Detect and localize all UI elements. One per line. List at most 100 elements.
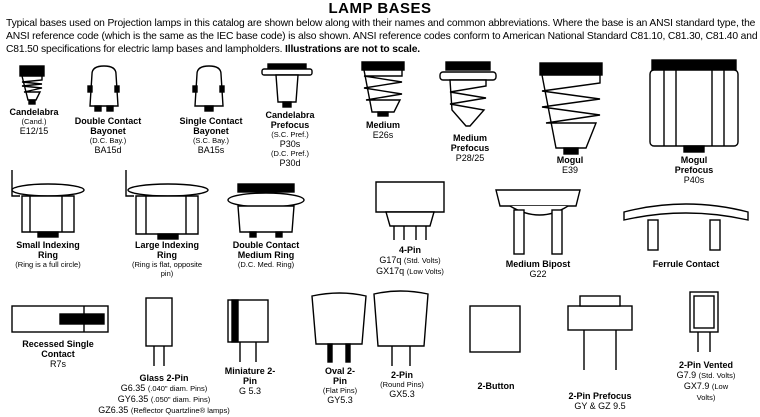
base-name: Medium [365,120,401,130]
base-label-large-indexing-ring: Large Indexing Ring (Ring is flat, oppos… [127,240,207,278]
base-note: (Round Pins) [380,380,424,389]
base-code: G 5.3 [238,386,261,396]
base-note: (Ring is a full circle) [15,260,81,269]
base-name: Ferrule Contact [652,259,720,269]
candelabra-base-illustration [19,65,45,105]
base-code-line: GX17q (Low Volts) [376,266,444,277]
double-contact-bayonet-illustration [87,65,120,112]
base-name: 2-Button [477,381,515,391]
base-note-secondary: (D.C. Pref.) [271,149,309,158]
medium-prefocus-illustration [439,61,497,127]
base-name: 2-Pin [390,370,413,380]
base-code: GY & GZ 9.5 [574,401,626,411]
base-code: G17q [379,255,402,265]
ferrule-contact-illustration [623,203,749,251]
base-label-single-contact-bayonet: Single Contact Bayonet (S.C. Bay.) BA15s [179,116,243,155]
two-pin-prefocus-illustration [567,295,633,370]
large-indexing-ring-illustration [125,170,209,240]
base-code-note: (.050" diam. Pins) [150,395,211,404]
base-note: (D.C. Med. Ring) [237,260,295,269]
base-code: G6.35 [120,383,146,393]
base-code: E26s [372,130,394,140]
base-name: 2-Pin Prefocus [568,391,632,401]
base-code-line: G17q (Std. Volts) [376,255,444,266]
base-label-medium: Medium E26s [366,120,400,140]
base-label-small-indexing-ring: Small Indexing Ring (Ring is a full circ… [8,240,88,269]
base-code-note: (Low Volts) [406,267,444,276]
base-code: GX5.3 [389,389,415,399]
base-note: (Flat Pins) [322,386,358,395]
four-pin-illustration [375,181,445,240]
small-indexing-ring-illustration [11,170,85,238]
base-code-note: (Low Volts) [696,382,729,402]
medium-bipost-illustration [495,189,581,255]
base-note: (Cand.) [21,117,47,126]
base-name: Miniature 2-Pin [224,366,276,386]
recessed-single-contact-illustration [11,305,109,333]
base-name: Recessed Single Contact [22,339,94,359]
base-code: E39 [561,165,578,175]
base-label-candelabra: Candelabra (Cand.) E12/15 [9,107,58,136]
mogul-base-illustration [539,62,603,155]
base-code: BA15d [94,145,122,155]
base-note: (D.C. Bay.) [89,136,127,145]
base-code: G22 [529,269,547,279]
base-name: Single Contact Bayonet [179,116,243,136]
base-label-two-pin-prefocus: 2-Pin Prefocus GY & GZ 9.5 [568,391,631,411]
page-title: LAMP BASES [328,0,432,17]
base-code: GY5.3 [327,395,353,405]
base-label-recessed-single-contact: Recessed Single Contact R7s [18,339,98,369]
base-code: GZ6.35 [98,405,129,415]
base-label-two-pin-round: 2-Pin (Round Pins) GX5.3 [380,370,424,399]
base-label-ferrule-contact: Ferrule Contact [653,259,720,269]
base-code-note: (.040" diam. Pins) [147,384,208,393]
intro-scale-note: Illustrations are not to scale. [285,44,420,55]
base-label-double-contact-medium-ring: Double Contact Medium Ring (D.C. Med. Ri… [223,240,309,269]
base-label-four-pin: 4-Pin G17q (Std. Volts) GX17q (Low Volts… [376,245,444,277]
base-name: Mogul Prefocus [674,155,714,175]
base-name: 2-Pin Vented [678,360,733,370]
base-note: (Ring is flat, opposite pin) [131,260,203,278]
two-pin-vented-illustration [689,291,719,352]
base-code: E12/15 [19,126,49,136]
base-name: Mogul [556,155,584,165]
base-label-two-pin-vented: 2-Pin Vented G7.9 (Std. Volts) GX7.9 (Lo… [676,360,736,403]
base-name: Large Indexing Ring [134,240,199,260]
base-name: Candelabra Prefocus [265,110,315,130]
base-label-glass-two-pin: Glass 2-Pin G6.35 (.040" diam. Pins) GY6… [98,373,229,416]
base-name: Double Contact Medium Ring [232,240,300,260]
base-label-candelabra-prefocus: Candelabra Prefocus (S.C. Pref.) P30s (D… [260,110,320,168]
base-code-note: (Std. Volts) [403,256,441,265]
medium-base-illustration [361,61,405,117]
intro-paragraph: Typical bases used on Projection lamps i… [6,17,758,56]
base-note: (S.C. Bay.) [192,136,230,145]
mogul-prefocus-illustration [649,59,739,153]
base-code-note: (Std. Volts) [698,371,736,380]
oval-two-pin-illustration [311,292,367,363]
base-name: 4-Pin [398,245,421,255]
base-label-mogul-prefocus: Mogul Prefocus P40s [669,155,719,185]
base-code: P30s [279,139,301,149]
base-label-miniature-two-pin: Miniature 2-Pin G 5.3 [220,366,280,396]
base-code-line: GY6.35 (.050" diam. Pins) [98,394,229,405]
miniature-two-pin-illustration [227,299,269,362]
base-label-oval-two-pin: Oval 2-Pin (Flat Pins) GY5.3 [320,366,360,405]
base-code-secondary: P30d [279,158,301,168]
base-name: Oval 2-Pin [324,366,355,386]
base-code-line: GZ6.35 (Reflector Quartzline® lamps) [98,405,229,416]
base-label-medium-prefocus: Medium Prefocus P28/25 [440,133,500,163]
base-name: Glass 2-Pin [139,373,189,383]
base-code: GY6.35 [117,394,149,404]
double-contact-medium-ring-illustration [227,183,305,238]
base-label-medium-bipost: Medium Bipost G22 [506,259,571,279]
base-code-line: GX7.9 (Low Volts) [676,381,736,403]
single-contact-bayonet-illustration [192,65,225,112]
glass-two-pin-illustration [145,297,173,366]
two-pin-round-illustration [373,290,429,366]
base-name: Medium Bipost [505,259,571,269]
base-code: GX7.9 [683,381,710,391]
base-code: P40s [683,175,705,185]
base-label-two-button: 2-Button [478,381,515,391]
base-label-mogul: Mogul E39 [557,155,584,175]
